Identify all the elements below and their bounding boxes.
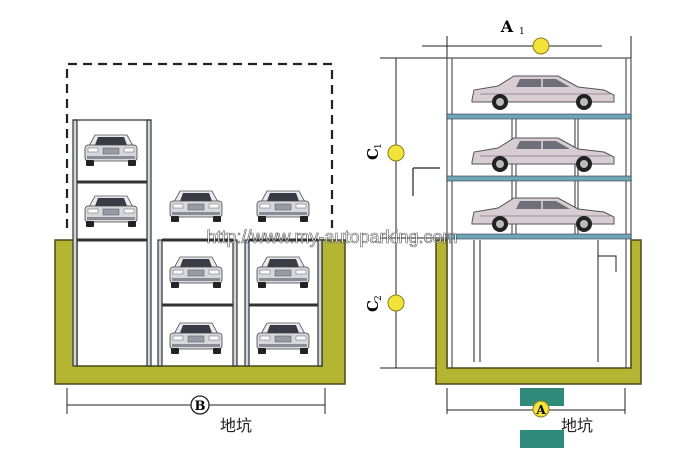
c1-subscript: 1 xyxy=(374,143,384,149)
car-mid-3 xyxy=(169,322,223,355)
left-right-lift xyxy=(244,238,323,367)
pit-label-left: 地坑 xyxy=(220,416,252,435)
right-figure: A 1 C 1 C 2 xyxy=(364,17,642,448)
left-figure: B 地坑 xyxy=(54,62,346,435)
car-side-1 xyxy=(471,75,615,111)
side-bracket xyxy=(412,167,440,196)
watermark-url: http://www.my-autoparking.com xyxy=(206,227,457,247)
b-marker-circle xyxy=(190,395,210,415)
c1-marker xyxy=(387,144,405,162)
car-mid-2 xyxy=(169,256,223,289)
dimension-a1 xyxy=(422,36,632,58)
a-marker-circle xyxy=(532,400,550,418)
pit-label-right: 地坑 xyxy=(561,416,593,435)
right-pit xyxy=(435,239,642,385)
pit-inner-posts xyxy=(473,240,617,362)
a-marker-label: A xyxy=(535,403,546,417)
c2-subscript: 2 xyxy=(374,295,384,301)
c1-label: C xyxy=(364,148,382,160)
car-left-2 xyxy=(84,195,138,228)
footing-lower xyxy=(520,430,564,448)
car-left-1 xyxy=(84,134,138,167)
dimension-c xyxy=(380,57,447,369)
left-tall-lift xyxy=(72,119,152,367)
footing-upper xyxy=(520,388,564,406)
car-side-3 xyxy=(471,197,615,233)
car-mid-1 xyxy=(169,190,223,223)
left-middle-lift xyxy=(157,238,238,367)
c2-marker xyxy=(387,294,405,312)
car-side-2 xyxy=(471,137,615,173)
b-marker-label: B xyxy=(195,399,206,414)
a1-marker xyxy=(532,37,550,55)
car-right-2 xyxy=(256,256,310,289)
c2-label: C xyxy=(364,300,382,312)
a1-subscript: 1 xyxy=(519,27,525,37)
above-ground-envelope-dashed xyxy=(65,62,334,228)
car-right-3 xyxy=(256,322,310,355)
right-platforms xyxy=(446,113,632,240)
a1-label: A xyxy=(500,17,514,36)
car-right-1 xyxy=(256,190,310,223)
